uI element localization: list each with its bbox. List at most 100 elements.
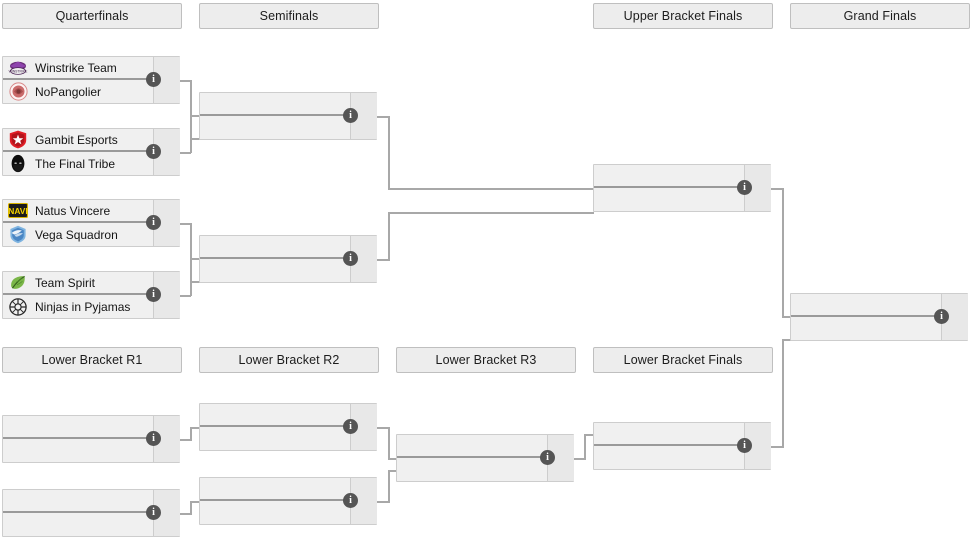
match-row[interactable] [200,259,376,282]
info-icon[interactable]: i [343,108,358,123]
match-row[interactable] [397,458,573,481]
info-icon[interactable]: i [343,251,358,266]
info-icon[interactable]: i [540,450,555,465]
team-logo-placeholder [599,424,619,443]
match-row[interactable] [3,439,179,462]
match-row[interactable]: NAVI Natus Vincere [3,200,179,223]
team-name: Natus Vincere [35,203,111,218]
match-row[interactable] [3,490,179,513]
match-box-sf2[interactable]: i [199,235,377,283]
match-row[interactable] [3,513,179,536]
match-row[interactable] [594,423,770,446]
bracket-connector-line [190,281,200,283]
match-row[interactable]: NoPangolier [3,80,179,103]
match-row[interactable] [200,501,376,524]
teamspirit-logo [8,273,28,292]
team-logo-placeholder [205,118,225,137]
team-name: Gambit Esports [35,132,118,147]
bracket-connector-line [377,259,390,261]
bracket-connector-line [190,259,192,296]
gambit-logo [8,130,28,149]
info-icon[interactable]: i [146,215,161,230]
team-entry[interactable]: The Final Tribe [3,152,179,175]
team-logo-placeholder [205,261,225,280]
team-entry[interactable]: Gambit Esports [3,129,179,150]
info-icon[interactable]: i [737,180,752,195]
info-icon[interactable]: i [146,431,161,446]
bracket-connector-line [782,188,784,318]
info-icon[interactable]: i [934,309,949,324]
bracket-connector-line [388,458,397,460]
round-header-quarterfinals: Quarterfinals [2,3,182,29]
match-box-lbr1m2[interactable]: i [2,489,180,537]
match-box-lbfm1[interactable]: i [593,422,771,470]
info-icon[interactable]: i [146,144,161,159]
team-logo-placeholder [796,319,816,338]
match-row[interactable] [791,317,967,340]
match-row[interactable] [200,478,376,501]
team-logo-placeholder [205,237,225,256]
match-box-lbr3m1[interactable]: i [396,434,574,482]
match-row[interactable]: WINSTRIKE Winstrike Team [3,57,179,80]
match-row[interactable] [594,188,770,211]
match-row[interactable]: Ninjas in Pyjamas [3,295,179,318]
info-icon[interactable]: i [343,419,358,434]
svg-text:WINSTRIKE: WINSTRIKE [9,69,28,73]
team-entry[interactable]: Team Spirit [3,272,179,293]
match-row[interactable]: Gambit Esports [3,129,179,152]
match-row[interactable] [200,93,376,116]
match-box-lbr1m1[interactable]: i [2,415,180,463]
match-row[interactable] [397,435,573,458]
vega-logo [8,225,28,244]
round-header-lower-bracket-r3: Lower Bracket R3 [396,347,576,373]
bracket-connector-line [377,116,390,118]
info-icon[interactable]: i [146,287,161,302]
winstrike-logo: WINSTRIKE [8,58,28,77]
info-icon[interactable]: i [343,493,358,508]
match-box-gf[interactable]: i [790,293,968,341]
match-row[interactable] [200,404,376,427]
info-icon[interactable]: i [146,505,161,520]
match-row[interactable] [594,165,770,188]
navi-logo: NAVI [8,201,28,220]
round-header-lower-bracket-r2: Lower Bracket R2 [199,347,379,373]
team-logo-placeholder [796,295,816,314]
match-row[interactable]: The Final Tribe [3,152,179,175]
bracket-connector-line [180,152,191,154]
bracket-connector-line [190,501,200,503]
team-logo-placeholder [8,417,28,436]
match-box-lbr2m2[interactable]: i [199,477,377,525]
team-entry[interactable]: NoPangolier [3,80,179,103]
team-entry[interactable]: Vega Squadron [3,223,179,246]
info-icon[interactable]: i [737,438,752,453]
match-box-sf1[interactable]: i [199,92,377,140]
match-row[interactable] [200,236,376,259]
bracket-connector-line [190,138,200,140]
bracket-connector-line [190,116,192,153]
team-entry[interactable]: Ninjas in Pyjamas [3,295,179,318]
team-name: Winstrike Team [35,60,117,75]
match-row[interactable] [594,446,770,469]
match-row[interactable] [200,116,376,139]
bracket-connector-line [190,427,192,441]
match-box-lbr2m1[interactable]: i [199,403,377,451]
match-row[interactable]: Team Spirit [3,272,179,295]
match-row[interactable]: Vega Squadron [3,223,179,246]
team-entry[interactable]: WINSTRIKE Winstrike Team [3,57,179,78]
team-logo-placeholder [599,448,619,467]
bracket-connector-line [180,80,191,82]
match-row[interactable] [791,294,967,317]
bracket-connector-line [388,470,397,472]
match-row[interactable] [3,416,179,439]
team-logo-placeholder [205,479,225,498]
match-box-ubf[interactable]: i [593,164,771,212]
team-entry[interactable]: NAVI Natus Vincere [3,200,179,221]
bracket-connector-line [388,212,390,261]
info-icon[interactable]: i [146,72,161,87]
bracket-connector-line [388,212,594,214]
match-row[interactable] [200,427,376,450]
